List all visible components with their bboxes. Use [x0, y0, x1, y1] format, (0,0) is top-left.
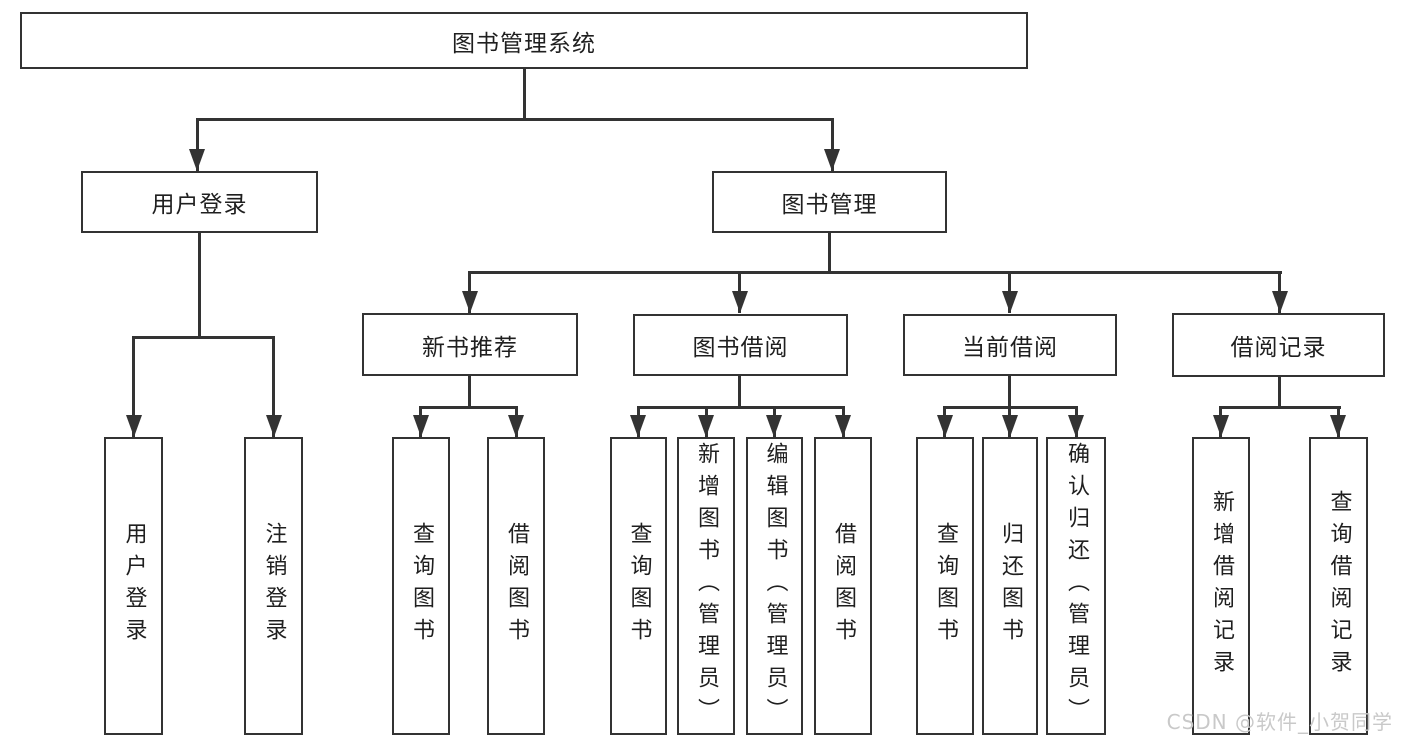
node-label: 借阅图书	[831, 522, 856, 650]
connector-line	[637, 406, 845, 409]
node-label: 查询图书	[409, 522, 434, 650]
leaf-logout: 注销登录	[244, 437, 303, 735]
arrow-down-icon	[413, 415, 429, 437]
arrow-down-icon	[835, 415, 851, 437]
connector-line	[198, 233, 201, 337]
arrow-down-icon	[1002, 415, 1018, 437]
connector-line	[272, 336, 275, 437]
csdn-watermark: CSDN @软件_小贺同学	[1166, 710, 1393, 734]
leaf-borrow-add-book-admin: 新增图书（管理员）	[677, 437, 735, 735]
arrow-down-icon	[189, 149, 205, 171]
leaf-current-query-book: 查询图书	[916, 437, 974, 735]
connector-line	[1219, 406, 1341, 409]
node-label: 借阅图书	[504, 522, 529, 650]
node-borrow-records: 借阅记录	[1172, 313, 1385, 377]
leaf-borrow-edit-book-admin: 编辑图书（管理员）	[746, 437, 803, 735]
arrow-down-icon	[1213, 415, 1229, 437]
arrow-down-icon	[732, 291, 748, 313]
leaf-borrow-query-book: 查询图书	[610, 437, 667, 735]
arrow-down-icon	[1002, 291, 1018, 313]
leaf-user-login: 用户登录	[104, 437, 163, 735]
node-label: 归还图书	[998, 522, 1023, 650]
node-label: 查询借阅记录	[1326, 490, 1352, 682]
arrow-down-icon	[698, 415, 714, 437]
leaf-records-query-record: 查询借阅记录	[1309, 437, 1368, 735]
arrow-down-icon	[508, 415, 524, 437]
arrow-down-icon	[1068, 415, 1084, 437]
connector-line	[419, 406, 518, 409]
leaf-records-add-record: 新增借阅记录	[1192, 437, 1250, 735]
node-book-management: 图书管理	[712, 171, 947, 233]
connector-line	[1278, 377, 1281, 409]
node-label: 查询图书	[626, 522, 652, 650]
arrow-down-icon	[766, 415, 782, 437]
arrow-down-icon	[630, 415, 646, 437]
leaf-current-return-book: 归还图书	[982, 437, 1038, 735]
node-label: 新书推荐	[422, 334, 518, 361]
arrow-down-icon	[266, 415, 282, 437]
connector-line	[196, 118, 199, 171]
node-label: 图书管理	[781, 192, 878, 218]
connector-line	[132, 336, 135, 437]
node-label: 注销登录	[261, 522, 287, 650]
node-label: 编辑图书（管理员）	[762, 442, 788, 730]
node-label: 用户登录	[151, 192, 248, 218]
node-library-system: 图书管理系统	[20, 12, 1028, 69]
connector-line	[1008, 376, 1011, 409]
arrow-down-icon	[824, 149, 840, 171]
connector-line	[828, 233, 831, 274]
node-label: 图书借阅	[692, 335, 789, 361]
leaf-newrec-borrow-book: 借阅图书	[487, 437, 545, 735]
node-label: 确认归还（管理员）	[1064, 442, 1089, 730]
node-book-borrow: 图书借阅	[633, 314, 848, 376]
leaf-borrow-borrow-book: 借阅图书	[814, 437, 872, 735]
node-new-book-recommend: 新书推荐	[362, 313, 578, 376]
node-label: 新增借阅记录	[1209, 490, 1234, 682]
arrow-down-icon	[1272, 291, 1288, 313]
node-user-login: 用户登录	[81, 171, 318, 233]
connector-line	[523, 69, 526, 120]
connector-line	[132, 336, 275, 339]
node-label: 当前借阅	[962, 335, 1058, 361]
leaf-current-confirm-return-admin: 确认归还（管理员）	[1046, 437, 1106, 735]
connector-line	[468, 376, 471, 409]
connector-line	[196, 118, 834, 121]
node-current-borrow: 当前借阅	[903, 314, 1117, 376]
arrow-down-icon	[126, 415, 142, 437]
node-label: 查询图书	[933, 522, 958, 650]
arrow-down-icon	[937, 415, 953, 437]
leaf-newrec-query-book: 查询图书	[392, 437, 450, 735]
node-label: 新增图书（管理员）	[694, 442, 719, 730]
connector-line	[738, 376, 741, 409]
connector-line	[468, 271, 1282, 274]
node-label: 图书管理系统	[452, 30, 596, 57]
node-label: 用户登录	[121, 522, 147, 650]
connector-line	[831, 118, 834, 171]
node-label: 借阅记录	[1230, 335, 1327, 361]
arrow-down-icon	[462, 291, 478, 313]
arrow-down-icon	[1330, 415, 1346, 437]
